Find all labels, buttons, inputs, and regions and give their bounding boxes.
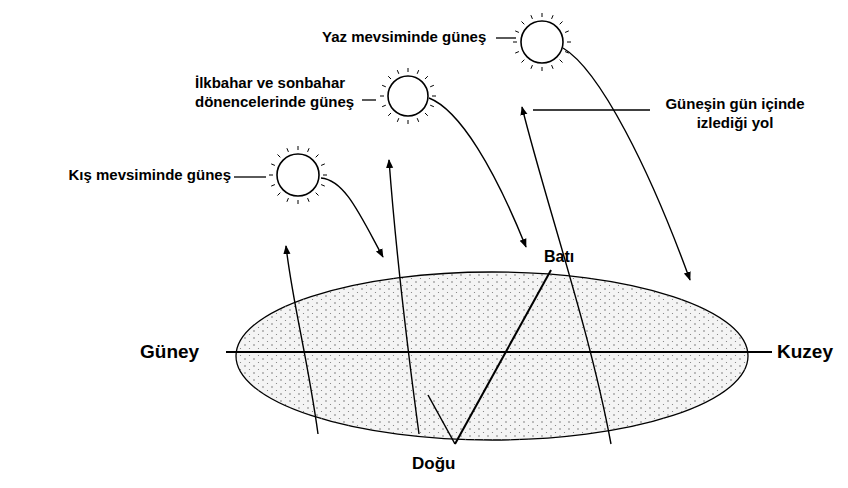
sun-disc (521, 21, 563, 63)
sun-ray (408, 120, 409, 124)
sun-ray (287, 198, 289, 202)
sun-ray (560, 21, 563, 24)
sun-ray (277, 154, 280, 157)
sun-path (429, 98, 526, 247)
sun-ray (298, 146, 299, 150)
east-west-axis (455, 270, 551, 444)
sun-ray (269, 175, 273, 176)
sun-ray (513, 42, 517, 43)
sun-ray (316, 154, 319, 157)
sun-path (563, 48, 690, 280)
sun-disc (388, 76, 428, 116)
sun-ray (298, 200, 299, 204)
sun-ray (565, 31, 569, 33)
sun-ray (388, 113, 391, 116)
sun-ray (382, 105, 386, 107)
sun-ray (542, 13, 543, 17)
sun-ray (388, 76, 391, 79)
sun-ray (425, 76, 428, 79)
sun-ray (397, 70, 399, 74)
leader-line (533, 109, 650, 110)
sun-ray (417, 70, 419, 74)
sun-ray (277, 193, 280, 196)
sun-ray (271, 185, 275, 187)
sun-ray (380, 96, 384, 97)
sun-ray (542, 67, 543, 71)
sun-ray (287, 148, 289, 152)
leader-line (234, 176, 266, 177)
sun-ray (567, 42, 571, 43)
path-label: Güneşin gün içinde izlediği yol (655, 95, 815, 133)
sun-ray (321, 164, 325, 166)
season-label: İlkbahar ve sonbahar dönencelerinde güne… (195, 74, 360, 112)
sun-ray (408, 68, 409, 72)
horizon-stipple (236, 272, 748, 440)
leader-line (362, 99, 376, 100)
direction-label: Batı (544, 247, 574, 267)
sun-ray (397, 118, 399, 122)
sun-ray (271, 164, 275, 166)
sun-path (321, 178, 383, 257)
sun-ray (521, 21, 524, 24)
sun-ray (321, 185, 325, 187)
sun-ray (515, 31, 519, 33)
horizon-plane (236, 272, 748, 440)
east-west-axis (428, 395, 455, 444)
direction-label: Kuzey (777, 340, 833, 364)
sun-ray (316, 193, 319, 196)
sun-ray (430, 105, 434, 107)
sun-ray (521, 60, 524, 63)
season-label: Kış mevsiminde güneş (68, 166, 231, 185)
sun-path (522, 107, 611, 444)
sun-ray (432, 96, 436, 97)
season-label: Yaz mevsiminde güneş (322, 28, 486, 47)
sun-ray (430, 85, 434, 87)
sun-ray (417, 118, 419, 122)
sun-ray (552, 65, 554, 69)
sun-ray (382, 85, 386, 87)
sun-ray (560, 60, 563, 63)
sun-ray (565, 52, 569, 54)
direction-label: Güney (140, 340, 199, 364)
sun-ray (552, 15, 554, 19)
sun-ray (323, 175, 327, 176)
sun-ray (531, 15, 533, 19)
direction-label: Doğu (412, 453, 455, 474)
sun-ray (515, 52, 519, 54)
sun-ray (531, 65, 533, 69)
leader-line (496, 37, 516, 38)
sun-ray (425, 113, 428, 116)
sun-ray (308, 148, 310, 152)
sun-disc (277, 154, 319, 196)
south-north-axis (226, 351, 772, 353)
sun-path (389, 160, 419, 434)
sun-path (286, 246, 318, 434)
sun-ray (308, 198, 310, 202)
